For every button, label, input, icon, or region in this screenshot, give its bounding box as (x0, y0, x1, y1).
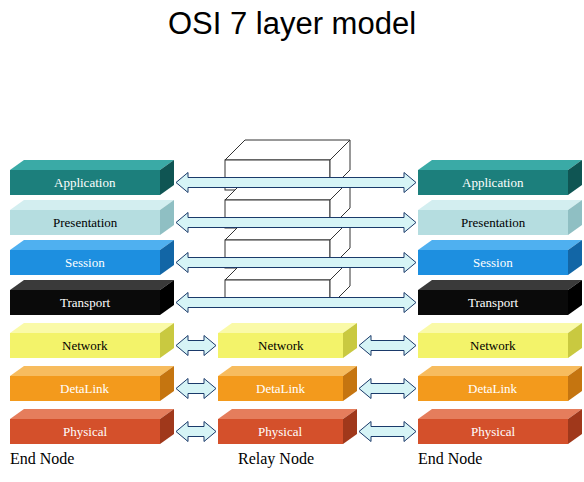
layer-slab: DetaLink (10, 366, 174, 401)
node-caption: Relay Node (238, 450, 314, 468)
layer-slab: Transport (418, 280, 582, 315)
layer-name: Physical (258, 425, 302, 438)
layer-name: Network (258, 339, 304, 352)
layer-slab: Physical (218, 409, 357, 444)
layer-slab: Network (218, 323, 357, 358)
layer-slab: Physical (10, 409, 174, 444)
node-caption: End Node (10, 450, 74, 468)
layer-name: Network (470, 339, 516, 352)
layer-name: Network (62, 339, 108, 352)
layer-slab: Application (10, 160, 174, 195)
peer-arrow (176, 336, 216, 356)
layer-slab: DetaLink (218, 366, 357, 401)
peer-arrow (359, 422, 416, 442)
layer-slab: Session (10, 240, 174, 275)
peer-arrow (359, 336, 416, 356)
peer-arrow (176, 213, 416, 233)
layer-slab: Session (418, 240, 582, 275)
layer-slab: Presentation (10, 200, 174, 235)
layer-name: Transport (468, 296, 518, 309)
layer-name: Session (473, 256, 513, 269)
layer-slab: Network (10, 323, 174, 358)
peer-arrow (176, 422, 216, 442)
node-caption: End Node (418, 450, 482, 468)
layer-name: Presentation (53, 216, 117, 229)
peer-arrow (176, 293, 416, 313)
layer-slab: Physical (418, 409, 582, 444)
peer-arrow (176, 173, 416, 193)
layer-name: DetaLink (256, 382, 305, 395)
layer-name: DetaLink (468, 382, 517, 395)
layer-name: Session (65, 256, 105, 269)
diagram-title: OSI 7 layer model (0, 6, 584, 42)
layer-name: Application (54, 176, 115, 189)
layer-name: Presentation (461, 216, 525, 229)
layer-name: DetaLink (60, 382, 109, 395)
layer-slab: Network (418, 323, 582, 358)
peer-arrow (176, 379, 216, 399)
layer-slab: DetaLink (418, 366, 582, 401)
peer-arrow (176, 253, 416, 273)
layer-name: Application (462, 176, 523, 189)
layer-slab: Application (418, 160, 582, 195)
layer-name: Transport (60, 296, 110, 309)
peer-arrow (359, 379, 416, 399)
layer-slab: Presentation (418, 200, 582, 235)
layer-name: Physical (471, 425, 515, 438)
layer-name: Physical (63, 425, 107, 438)
layer-slab: Transport (10, 280, 174, 315)
